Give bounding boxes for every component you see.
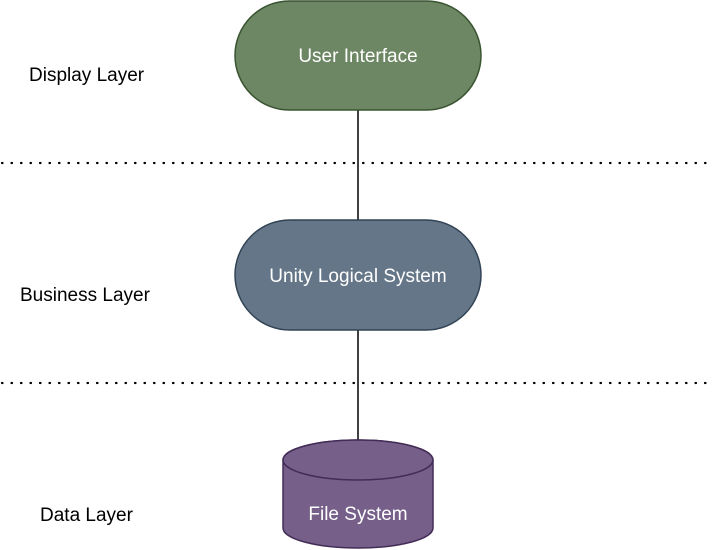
node-unity-logical-system[interactable]: Unity Logical System [234, 219, 482, 331]
data-layer-label: Data Layer [40, 505, 133, 526]
unity-logical-system-label: Unity Logical System [269, 266, 446, 287]
user-interface-shape [234, 0, 482, 111]
unity-logical-system-shape [234, 219, 482, 331]
business-layer-label: Business Layer [20, 285, 150, 306]
user-interface-label: User Interface [298, 46, 417, 67]
file-system-label: File System [308, 504, 407, 525]
node-file-system[interactable]: File System [282, 439, 434, 549]
file-system-cylinder-top [282, 439, 434, 481]
display-layer-label: Display Layer [29, 65, 145, 86]
node-user-interface[interactable]: User Interface [234, 0, 482, 111]
